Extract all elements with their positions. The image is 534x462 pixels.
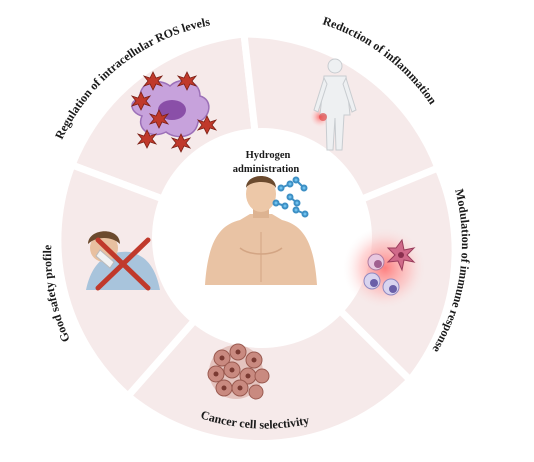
human-body-inflammation-icon bbox=[310, 58, 357, 151]
hydrogen-molecule-icon bbox=[272, 176, 309, 218]
human-torso-icon bbox=[205, 176, 317, 285]
center-title-line2: administration bbox=[233, 164, 300, 175]
immune-cells-icon bbox=[343, 226, 427, 310]
center-title-line1: Hydrogen bbox=[246, 150, 291, 161]
cancer-cell-cluster-icon bbox=[207, 343, 270, 400]
crossed-sick-person-icon bbox=[86, 231, 160, 291]
ros-cell-icon bbox=[130, 71, 218, 153]
